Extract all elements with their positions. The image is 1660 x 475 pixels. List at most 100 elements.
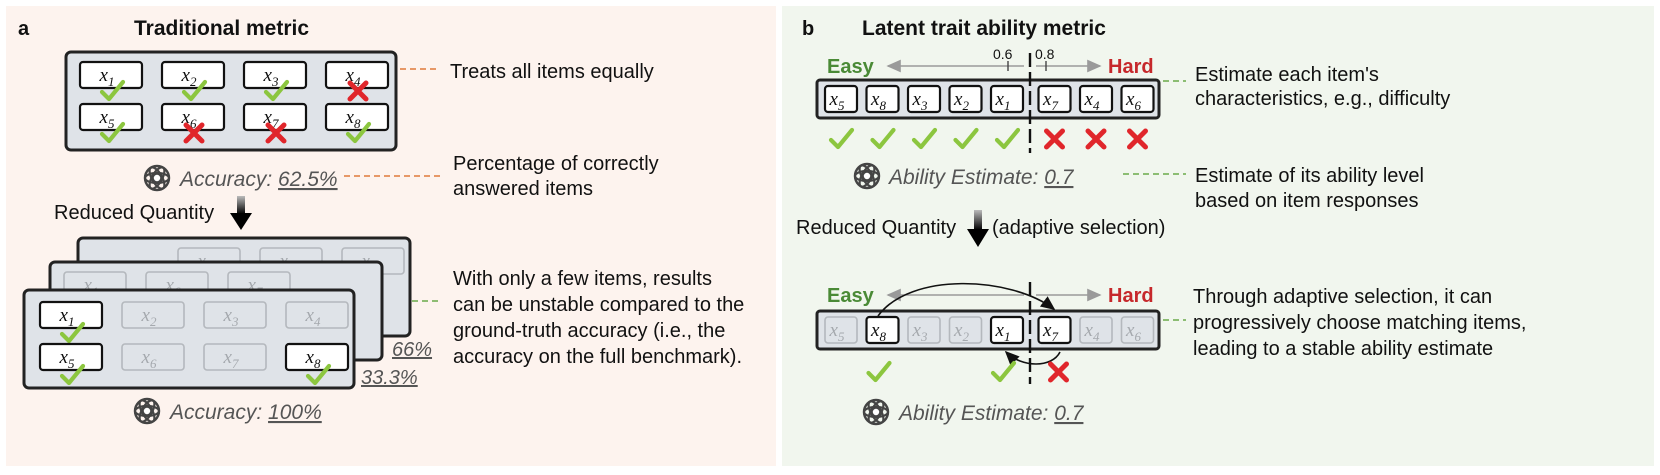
- item-2: x2: [160, 60, 226, 90]
- subset-item-8: x8: [284, 342, 350, 372]
- adaptive-item-8-box: [865, 315, 900, 345]
- subset-item-3-var: x: [223, 305, 233, 326]
- subset-item-2-label: x2: [141, 305, 157, 329]
- subset-item-8-label: x8: [305, 347, 321, 371]
- note-characteristics-line1: Estimate each item's: [1195, 64, 1379, 86]
- adaptive-item-6-label: x6: [1125, 320, 1141, 344]
- adaptive-item-5-sub: 5: [838, 329, 845, 344]
- adaptive-item-7-sub: 7: [1051, 329, 1058, 344]
- item-1-box: [78, 60, 144, 90]
- full-benchmark-box: [64, 50, 398, 152]
- subset-item-6-label: x6: [141, 347, 157, 371]
- note-ability-line1: Estimate of its ability level: [1195, 165, 1424, 187]
- adaptive-item-6-sub: 6: [1134, 329, 1141, 344]
- sorted-item-5-label: x5: [829, 89, 845, 113]
- item-8-label: x8: [345, 107, 361, 131]
- item-5-var: x: [99, 107, 109, 128]
- note-unstable-line4: accuracy on the full benchmark).: [453, 346, 742, 368]
- adaptive-item-1-sub: 1: [1004, 329, 1011, 344]
- sorted-item-6-var: x: [1125, 89, 1135, 110]
- ability-estimate: Ability Estimate: 0.7: [887, 166, 1075, 189]
- subset-item-7-sub: 7: [232, 356, 239, 371]
- accuracy-reduced: Accuracy: 100%: [168, 401, 322, 424]
- subset-item-2-box: [121, 301, 185, 329]
- panel-b-title: Latent trait ability metric: [862, 17, 1106, 40]
- mid-item-1-var: x: [83, 275, 93, 296]
- sorted-item-1-box: [989, 84, 1025, 114]
- sorted-item-7-label: x7: [1042, 89, 1058, 113]
- adaptive-item-6: x6: [1120, 316, 1155, 344]
- adaptive-item-7-box: [1037, 315, 1072, 345]
- sorted-item-4-label: x4: [1084, 89, 1100, 113]
- ability-estimate-reduced-label: Ability Estimate:: [897, 402, 1048, 425]
- easy-label: Easy: [827, 56, 875, 78]
- subset-item-5-label: x5: [59, 347, 75, 371]
- sorted-item-7: x7: [1037, 84, 1072, 114]
- adaptive-item-4: x4: [1079, 316, 1113, 344]
- down-arrow-icon-2: [967, 210, 989, 247]
- item-3-var: x: [263, 65, 273, 86]
- item-3: x3: [242, 60, 308, 90]
- hard-label-2: Hard: [1108, 285, 1154, 307]
- subset-item-7: x7: [203, 343, 267, 371]
- subset-item-6-var: x: [141, 347, 151, 368]
- subset-item-4-label: x4: [305, 305, 321, 329]
- item-8-sub: 8: [354, 116, 361, 131]
- subset-item-2: x2: [121, 301, 185, 329]
- adaptive-item-1-box: [989, 315, 1025, 345]
- sorted-item-3: x3: [906, 84, 942, 114]
- adaptive-item-7: x7: [1037, 315, 1072, 345]
- item-2-label: x2: [181, 65, 197, 89]
- item-8-var: x: [345, 107, 355, 128]
- subset-item-6-box: [121, 343, 185, 371]
- hard-label: Hard: [1108, 56, 1154, 78]
- sorted-items-box: [815, 78, 1161, 120]
- adaptive-items-box: [815, 309, 1161, 351]
- mid-item-7-var: x: [247, 275, 257, 296]
- adaptive-item-5: x5: [824, 316, 858, 344]
- sorted-item-4-var: x: [1084, 89, 1094, 110]
- selection-arrow-forward: [877, 282, 1056, 317]
- adaptive-item-8-sub: 8: [879, 329, 886, 344]
- sorted-item-5-sub: 5: [838, 98, 845, 113]
- item-3-box: [242, 60, 308, 90]
- adaptive-item-1-var: x: [995, 320, 1005, 341]
- adaptive-selection-label: (adaptive selection): [992, 217, 1165, 239]
- item-2-var: x: [181, 65, 191, 86]
- adaptive-item-5-var: x: [829, 320, 839, 341]
- item-7-label: x7: [263, 107, 279, 131]
- sorted-item-7-var: x: [1042, 89, 1052, 110]
- subset-item-8-box: [284, 342, 350, 372]
- sorted-item-3-var: x: [912, 89, 922, 110]
- item-2-sub: 2: [190, 74, 197, 89]
- ability-estimate-value: 0.7: [1044, 166, 1075, 189]
- accuracy-label-text: Accuracy:: [178, 168, 272, 191]
- sorted-item-8-sub: 8: [879, 98, 886, 113]
- subset-item-3-box: [203, 301, 267, 329]
- item-4-label: x4: [345, 65, 361, 89]
- adaptive-item-8-label: x8: [870, 320, 886, 344]
- subset-item-1-label: x1: [59, 305, 75, 329]
- sorted-item-2-label: x2: [953, 89, 969, 113]
- note-unstable-line2: can be unstable compared to the: [453, 294, 744, 316]
- subset-item-2-sub: 2: [150, 314, 157, 329]
- sorted-item-8: x8: [865, 84, 900, 114]
- subset-item-4-box: [285, 301, 349, 329]
- sorted-item-5-box: [823, 84, 859, 114]
- adaptive-item-4-var: x: [1084, 320, 1094, 341]
- subset-item-3: x3: [203, 301, 267, 329]
- subset-box-front: [22, 288, 356, 390]
- note-treats-equally: Treats all items equally: [450, 61, 654, 83]
- note-adaptive-line1: Through adaptive selection, it can: [1193, 286, 1492, 308]
- sorted-item-5-var: x: [829, 89, 839, 110]
- subset-item-4-sub: 4: [314, 314, 321, 329]
- adaptive-item-1-label: x1: [995, 320, 1011, 344]
- subset-item-3-sub: 3: [231, 314, 239, 329]
- sorted-item-1: x1: [989, 84, 1025, 114]
- item-5-box: [78, 102, 144, 132]
- item-3-label: x3: [263, 65, 279, 89]
- item-8: x8: [324, 102, 390, 132]
- adaptive-item-3-sub: 3: [920, 329, 928, 344]
